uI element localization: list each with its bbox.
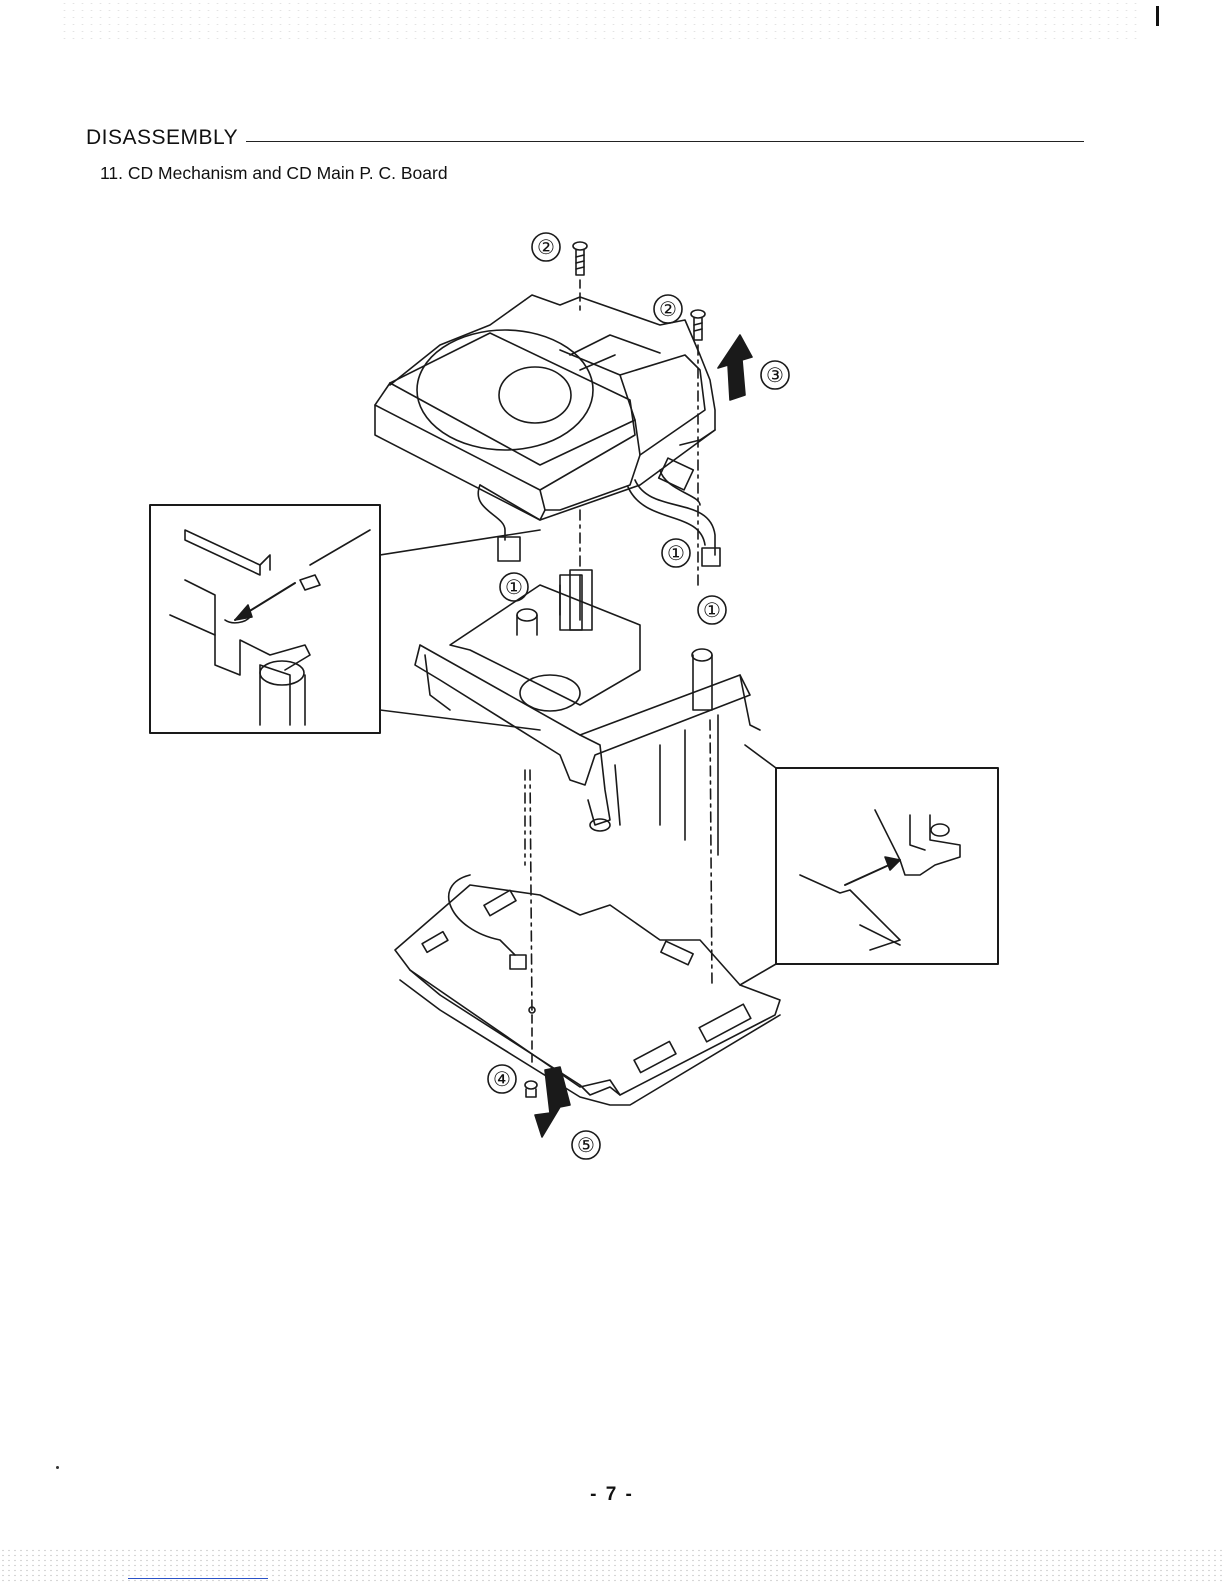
svg-text:①: ① — [667, 541, 685, 565]
detail-inset-right — [740, 745, 998, 985]
screw-icon — [573, 242, 587, 275]
detail-inset-left — [150, 505, 540, 733]
svg-text:④: ④ — [493, 1067, 511, 1091]
disassembly-diagram: ② ② ③ ① ① ① ④ — [140, 225, 1010, 1165]
callout-2-top: ② — [532, 233, 560, 261]
svg-text:②: ② — [537, 235, 555, 259]
callout-3: ③ — [761, 361, 789, 389]
callout-1-right: ① — [698, 596, 726, 624]
link-underline — [128, 1578, 268, 1579]
page-edge-mark — [1156, 6, 1159, 26]
svg-text:①: ① — [703, 598, 721, 622]
callout-4: ④ — [488, 1065, 516, 1093]
cd-main-pc-board — [395, 875, 780, 1105]
section-rule — [246, 141, 1084, 142]
screw-icon — [691, 310, 705, 340]
page-number: - 7 - — [0, 1484, 1224, 1506]
svg-text:①: ① — [505, 575, 523, 599]
scan-noise-top — [60, 0, 1140, 42]
section-title: DISASSEMBLY — [86, 126, 240, 150]
svg-text:③: ③ — [766, 363, 784, 387]
scan-speck — [56, 1466, 59, 1469]
remove-arrow-icon — [535, 1067, 570, 1137]
subsection-title: 11. CD Mechanism and CD Main P. C. Board — [100, 163, 448, 184]
lift-arrow-icon — [718, 335, 752, 400]
svg-text:⑤: ⑤ — [577, 1133, 595, 1157]
cd-mechanism-unit — [375, 242, 720, 585]
callout-2-right: ② — [654, 295, 682, 323]
callout-5: ⑤ — [572, 1131, 600, 1159]
callout-1-mid: ① — [662, 539, 690, 567]
section-header: DISASSEMBLY — [86, 124, 1084, 154]
screw-icon — [525, 1081, 537, 1097]
svg-text:②: ② — [659, 297, 677, 321]
callout-1-left: ① — [500, 573, 528, 601]
